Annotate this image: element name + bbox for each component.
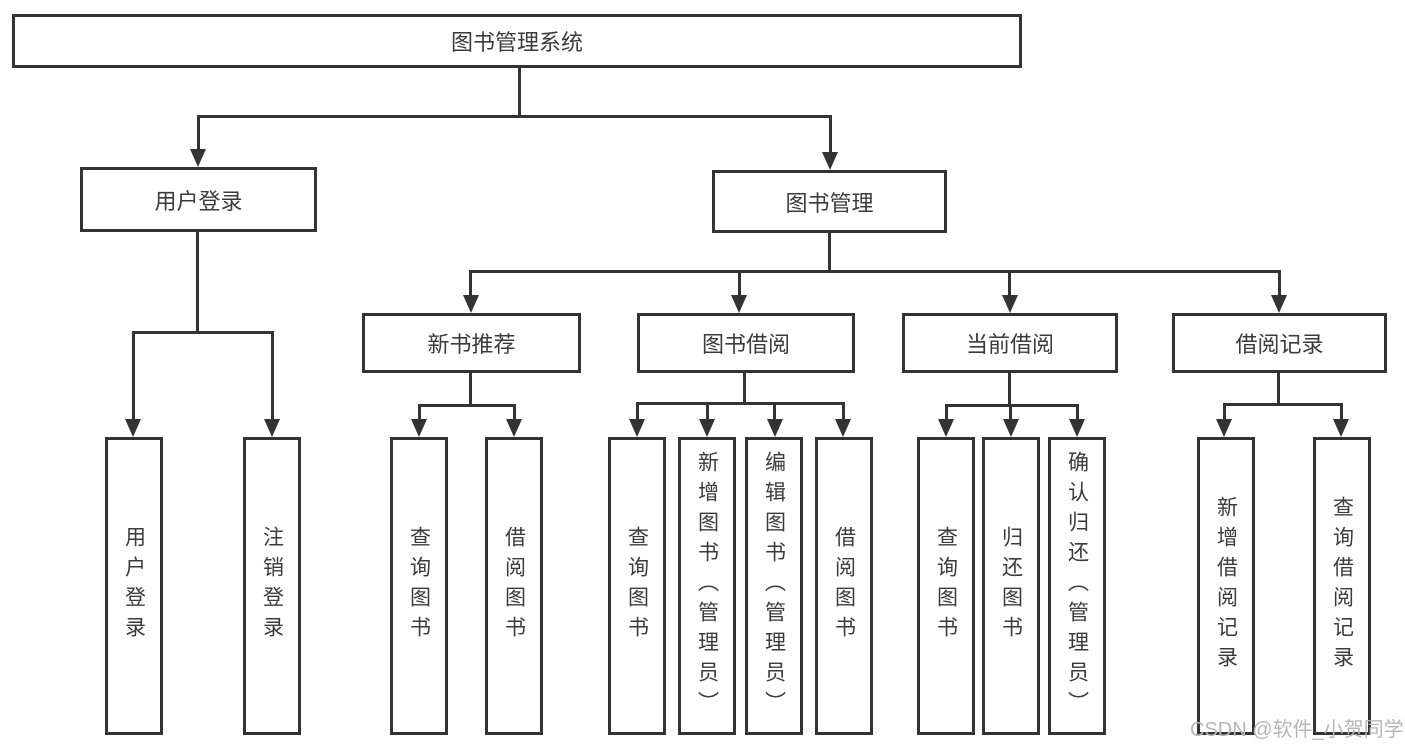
leaf-add-borrow-record: 新增借阅记录 <box>1197 437 1255 735</box>
leaf-edit-books-admin: 编辑图书（管理员） <box>745 437 803 735</box>
connector-line <box>1277 372 1280 405</box>
arrow-down-icon <box>1216 419 1232 437</box>
leaf-add-borrow-record-label: 新增借阅记录 <box>1214 496 1238 676</box>
leaf-user-login: 用户登录 <box>105 437 163 735</box>
leaf-query-borrow-record-label: 查询借阅记录 <box>1330 496 1354 676</box>
connector-line <box>706 402 709 420</box>
connector-line <box>636 402 639 420</box>
connector-line <box>1223 403 1226 420</box>
arrow-down-icon <box>731 295 747 313</box>
leaf-edit-books-admin-label: 编辑图书（管理员） <box>762 451 786 721</box>
node-new-book-rec: 新书推荐 <box>362 313 581 373</box>
node-borrow-records: 借阅记录 <box>1172 313 1387 373</box>
leaf-query-books-current-label: 查询图书 <box>934 526 958 646</box>
connector-line <box>945 404 948 420</box>
node-book-borrow: 图书借阅 <box>637 313 855 373</box>
connector-line <box>197 115 831 118</box>
connector-line <box>418 404 421 420</box>
leaf-return-books-label: 归还图书 <box>999 526 1023 646</box>
node-new-book-rec-label: 新书推荐 <box>427 332 516 357</box>
leaf-query-books-newrec: 查询图书 <box>390 437 448 735</box>
connector-line <box>842 402 845 420</box>
leaf-logout-login: 注销登录 <box>243 437 301 735</box>
leaf-add-books-admin: 新增图书（管理员） <box>678 437 736 735</box>
node-current-borrow: 当前借阅 <box>902 313 1118 373</box>
connector-line <box>469 372 472 406</box>
connector-line <box>1076 404 1079 420</box>
leaf-logout-login-label: 注销登录 <box>260 526 284 646</box>
leaf-borrow-books: 借阅图书 <box>815 437 873 735</box>
leaf-confirm-return-admin-label: 确认归还（管理员） <box>1065 451 1089 721</box>
connector-line <box>132 331 274 334</box>
arrow-down-icon <box>1003 419 1019 437</box>
leaf-user-login-label: 用户登录 <box>122 526 146 646</box>
leaf-borrow-books-newrec: 借阅图书 <box>485 437 543 735</box>
connector-line <box>518 67 521 117</box>
connector-line <box>773 402 776 420</box>
connector-line <box>945 404 1079 407</box>
connector-line <box>738 270 741 297</box>
connector-line <box>1009 404 1012 420</box>
arrow-down-icon <box>629 419 645 437</box>
node-book-borrow-label: 图书借阅 <box>701 332 790 357</box>
arrow-down-icon <box>506 419 522 437</box>
connector-line <box>469 270 472 297</box>
connector-line <box>470 270 1281 273</box>
node-book-mgmt: 图书管理 <box>712 170 947 233</box>
arrow-down-icon <box>938 419 954 437</box>
connector-line <box>636 402 845 405</box>
connector-line <box>197 115 200 151</box>
leaf-query-books-newrec-label: 查询图书 <box>407 526 431 646</box>
connector-line <box>829 115 832 153</box>
node-root-label: 图书管理系统 <box>450 30 583 55</box>
leaf-query-borrow-record: 查询借阅记录 <box>1313 437 1371 735</box>
arrow-down-icon <box>1069 419 1085 437</box>
connector-line <box>1008 372 1011 406</box>
connector-line <box>132 331 135 419</box>
leaf-return-books: 归还图书 <box>982 437 1040 735</box>
leaf-query-books-borrow-label: 查询图书 <box>625 526 649 646</box>
connector-line <box>1008 270 1011 297</box>
node-user-login: 用户登录 <box>80 167 317 232</box>
leaf-query-books-current: 查询图书 <box>917 437 975 735</box>
connector-line <box>743 372 746 404</box>
watermark: CSDN @软件_小贺同学 <box>1190 719 1404 741</box>
connector-line <box>1223 403 1343 406</box>
node-user-login-label: 用户登录 <box>154 188 243 214</box>
connector-line <box>1278 270 1281 297</box>
connector-line <box>271 331 274 419</box>
leaf-borrow-books-label: 借阅图书 <box>832 526 856 646</box>
arrow-down-icon <box>125 419 141 437</box>
connector-line <box>196 231 199 333</box>
node-book-mgmt-label: 图书管理 <box>785 190 874 216</box>
node-root: 图书管理系统 <box>12 14 1022 68</box>
arrow-down-icon <box>1333 419 1349 437</box>
node-borrow-records-label: 借阅记录 <box>1235 332 1324 357</box>
connector-line <box>418 404 516 407</box>
arrow-down-icon <box>411 419 427 437</box>
arrow-down-icon <box>1002 295 1018 313</box>
arrow-down-icon <box>699 419 715 437</box>
arrow-down-icon <box>190 149 206 167</box>
connector-line <box>828 230 831 272</box>
arrow-down-icon <box>463 295 479 313</box>
arrow-down-icon <box>767 419 783 437</box>
connector-line <box>513 404 516 420</box>
connector-line <box>1340 403 1343 420</box>
arrow-down-icon <box>1271 295 1287 313</box>
node-current-borrow-label: 当前借阅 <box>965 332 1054 357</box>
leaf-borrow-books-newrec-label: 借阅图书 <box>502 526 526 646</box>
leaf-query-books-borrow: 查询图书 <box>608 437 666 735</box>
arrow-down-icon <box>835 419 851 437</box>
leaf-confirm-return-admin: 确认归还（管理员） <box>1048 437 1106 735</box>
arrow-down-icon <box>264 419 280 437</box>
leaf-add-books-admin-label: 新增图书（管理员） <box>695 451 719 721</box>
arrow-down-icon <box>822 152 838 170</box>
